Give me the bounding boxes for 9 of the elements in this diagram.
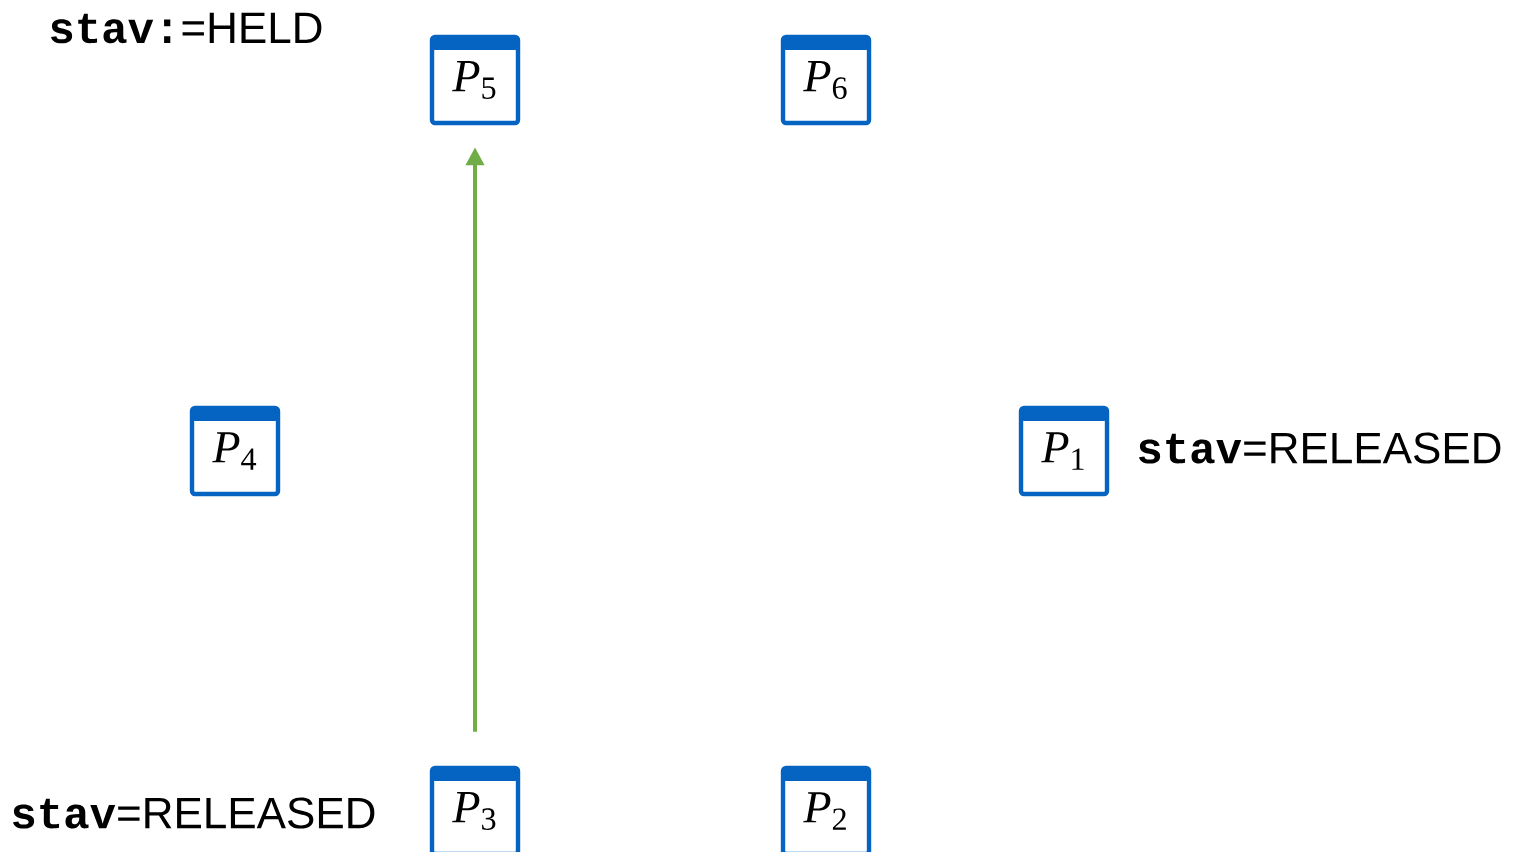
process-box: P$_{4}$	[189, 405, 281, 497]
process-box: P$_{1}$	[1018, 405, 1110, 497]
state-label: stav=RELEASED	[13, 797, 375, 829]
state-label: stav=RELEASED	[1139, 432, 1501, 464]
process-box: P$_{3}$	[429, 765, 521, 852]
state-label: stav: =HELD	[51, 12, 322, 44]
process-box: P$_{6}$	[780, 34, 872, 126]
process-box: P$_{5}$	[429, 34, 521, 126]
process-box: P$_{2}$	[780, 765, 872, 852]
